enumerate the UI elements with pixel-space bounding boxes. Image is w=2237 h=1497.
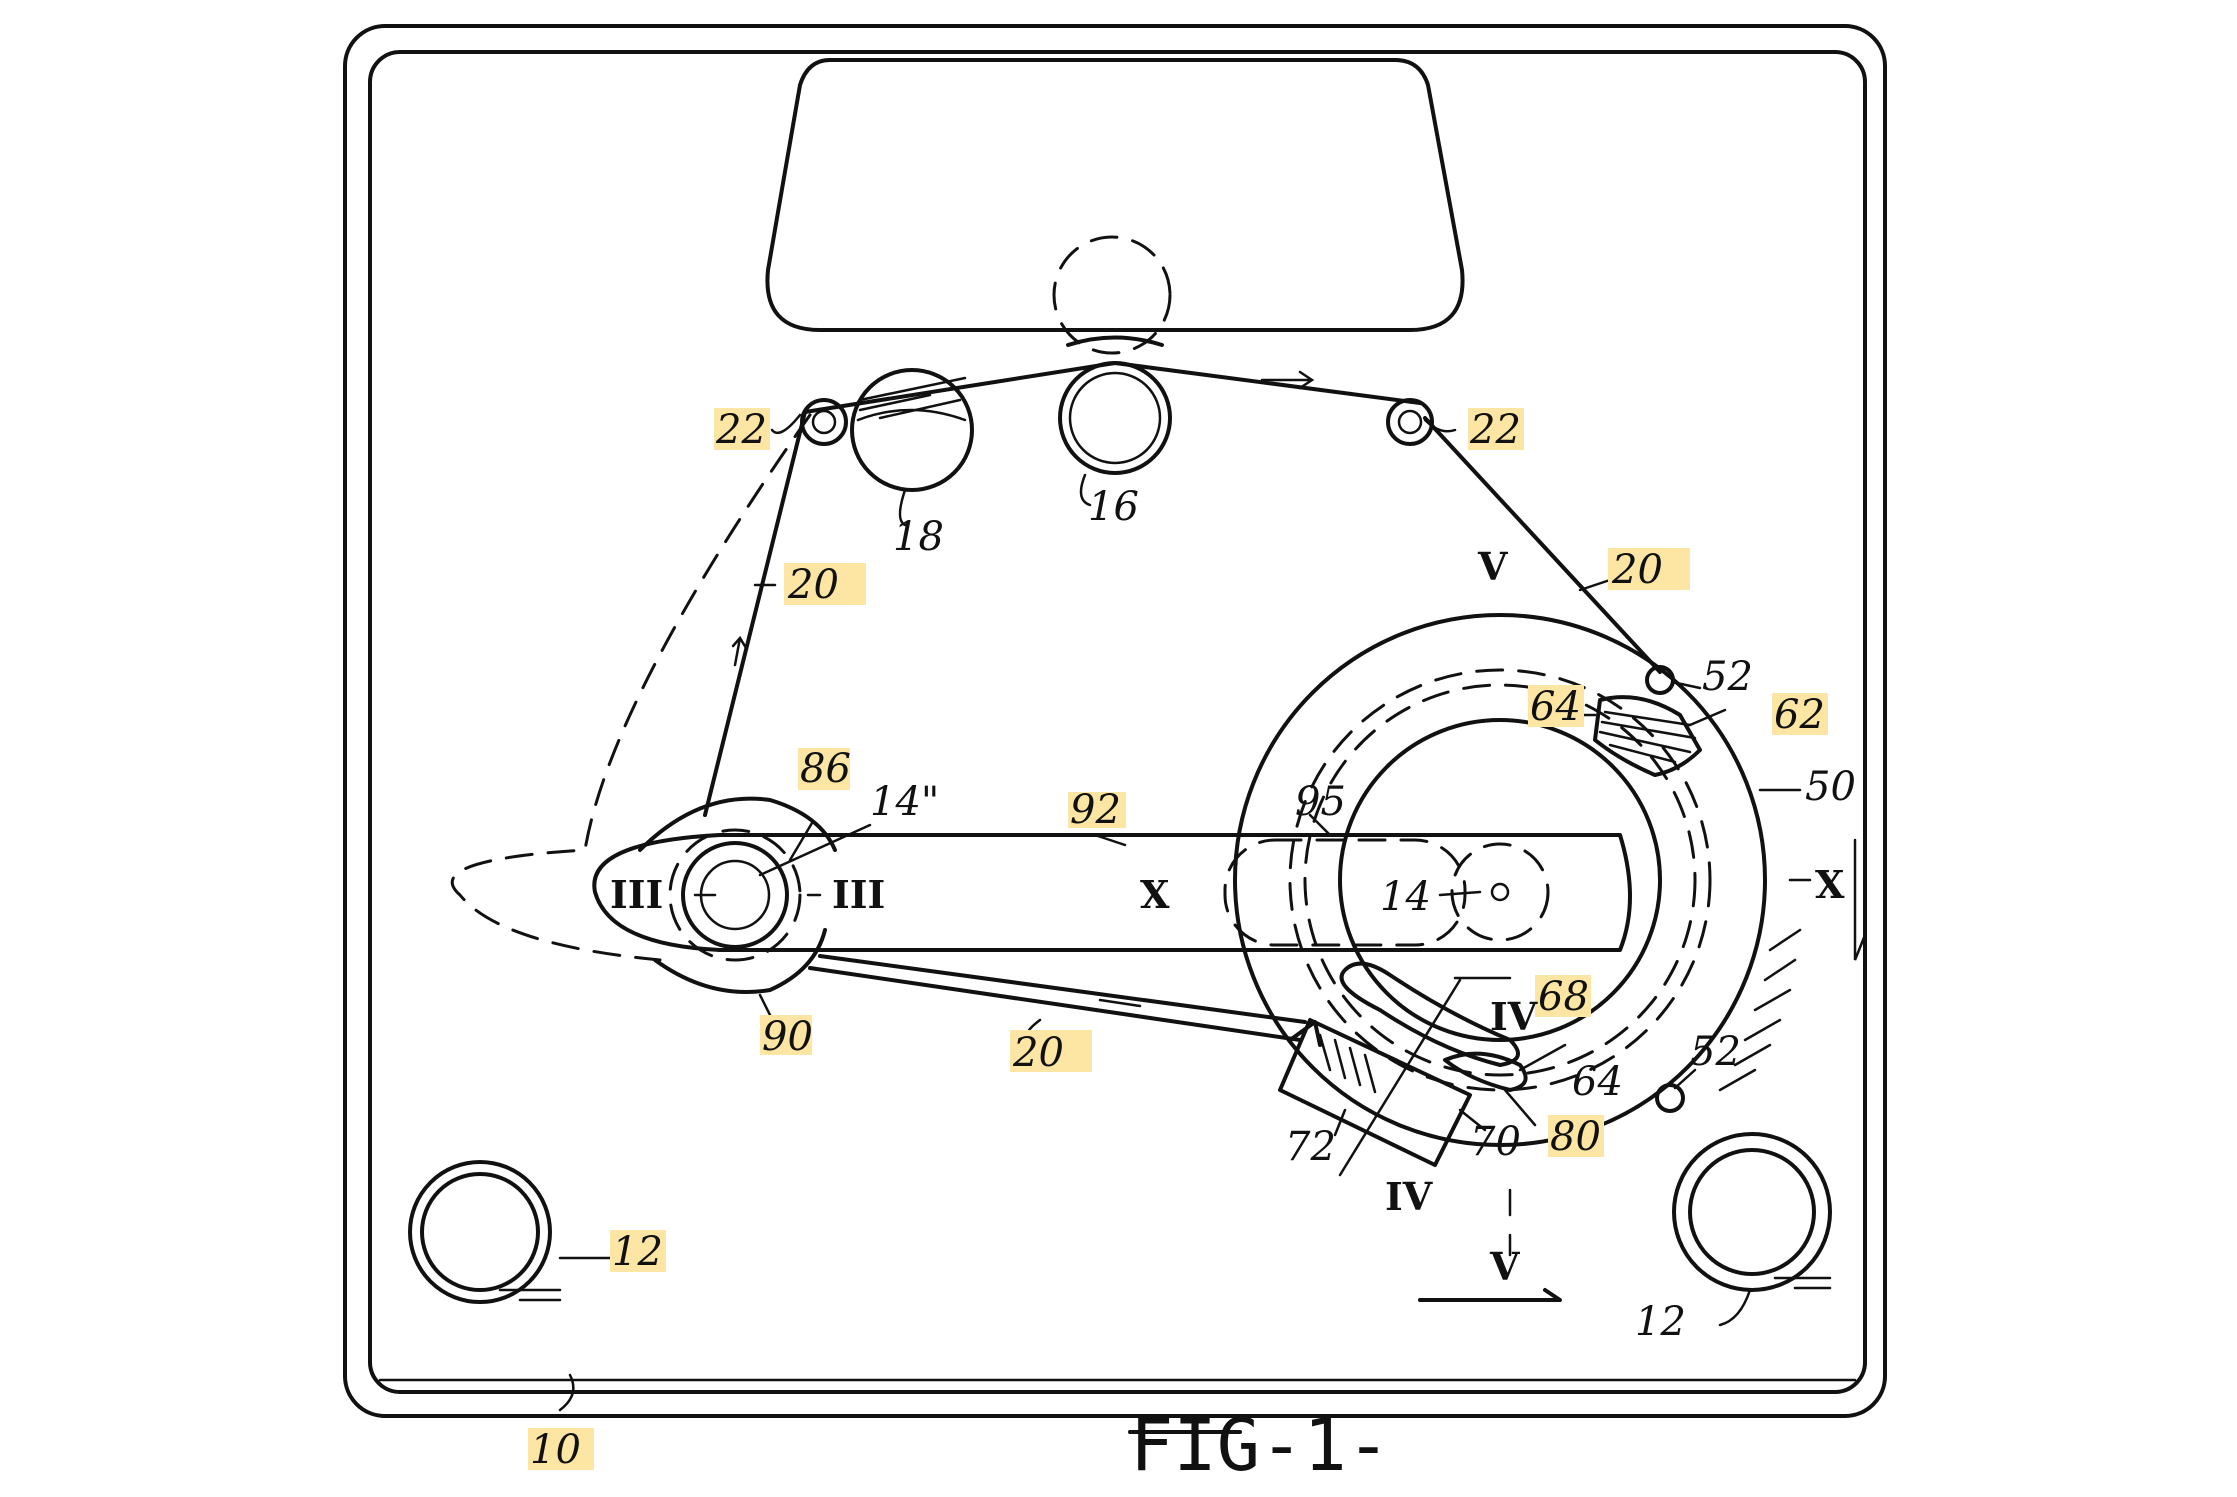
pin-52-top bbox=[1645, 665, 1675, 695]
label-14: 14 bbox=[1380, 874, 1431, 920]
pivot-wheel-86 bbox=[638, 796, 837, 994]
swing-envelope bbox=[450, 413, 812, 962]
belt-20 bbox=[703, 361, 1662, 1042]
pin-52-bottom bbox=[1655, 1083, 1685, 1113]
label-20-lower: 20 bbox=[1012, 1030, 1064, 1076]
label-68: 68 bbox=[1538, 974, 1589, 1020]
label-20-right: 20 bbox=[1611, 547, 1663, 593]
label-86: 86 bbox=[800, 746, 851, 792]
label-92: 92 bbox=[1070, 787, 1121, 833]
section-marks: III III X X V V IV IV bbox=[610, 544, 1845, 1289]
roll-16 bbox=[1058, 335, 1172, 475]
label-16: 16 bbox=[1088, 484, 1139, 530]
label-12-right: 12 bbox=[1635, 1299, 1686, 1345]
label-20-left: 20 bbox=[787, 562, 839, 608]
reference-labels: 22 22 18 16 20 20 20 64 64 62 52 52 50 8… bbox=[530, 407, 1856, 1473]
base-plate bbox=[343, 24, 1887, 1418]
section-x-left: X bbox=[1140, 872, 1170, 917]
section-v-bottom: V bbox=[1489, 1244, 1521, 1289]
shoe-62 bbox=[1593, 695, 1702, 777]
label-70: 70 bbox=[1470, 1119, 1521, 1165]
top-housing bbox=[765, 58, 1465, 332]
section-v-top: V bbox=[1477, 544, 1509, 589]
label-95: 95 bbox=[1295, 779, 1346, 825]
label-90: 90 bbox=[762, 1014, 813, 1060]
roll-18 bbox=[850, 368, 974, 492]
section-iii-left: III bbox=[610, 872, 663, 917]
label-64-upper: 64 bbox=[1530, 684, 1581, 730]
label-62: 62 bbox=[1774, 692, 1825, 738]
label-22-right: 22 bbox=[1469, 407, 1521, 453]
reel-disc-50 bbox=[1233, 613, 1802, 1147]
highlights bbox=[528, 408, 1828, 1470]
label-80: 80 bbox=[1550, 1114, 1601, 1160]
latch-mechanism bbox=[1278, 961, 1528, 1177]
label-14-prime: 14" bbox=[870, 779, 939, 825]
label-10: 10 bbox=[530, 1427, 581, 1473]
leader-lines bbox=[558, 413, 1802, 1412]
section-iv-bottom: IV bbox=[1385, 1174, 1434, 1219]
label-52-bottom: 52 bbox=[1690, 1029, 1741, 1075]
label-52-top: 52 bbox=[1702, 654, 1753, 700]
label-64-lower: 64 bbox=[1572, 1059, 1623, 1105]
section-iv-top: IV bbox=[1490, 994, 1539, 1039]
figure-caption: FIG-1- bbox=[1130, 1403, 1390, 1487]
label-12-left: 12 bbox=[612, 1229, 663, 1275]
label-22-left: 22 bbox=[715, 407, 767, 453]
label-50: 50 bbox=[1805, 764, 1856, 810]
label-72: 72 bbox=[1285, 1124, 1336, 1170]
section-lines bbox=[693, 838, 1867, 1302]
upper-dashed-roller bbox=[1052, 235, 1172, 355]
section-x-right: X bbox=[1815, 862, 1845, 907]
foot-12-left bbox=[408, 1160, 562, 1304]
section-iii-right: III bbox=[832, 872, 885, 917]
arm-92 bbox=[592, 833, 1632, 952]
label-18: 18 bbox=[893, 514, 944, 560]
foot-12-right bbox=[1672, 1132, 1832, 1292]
